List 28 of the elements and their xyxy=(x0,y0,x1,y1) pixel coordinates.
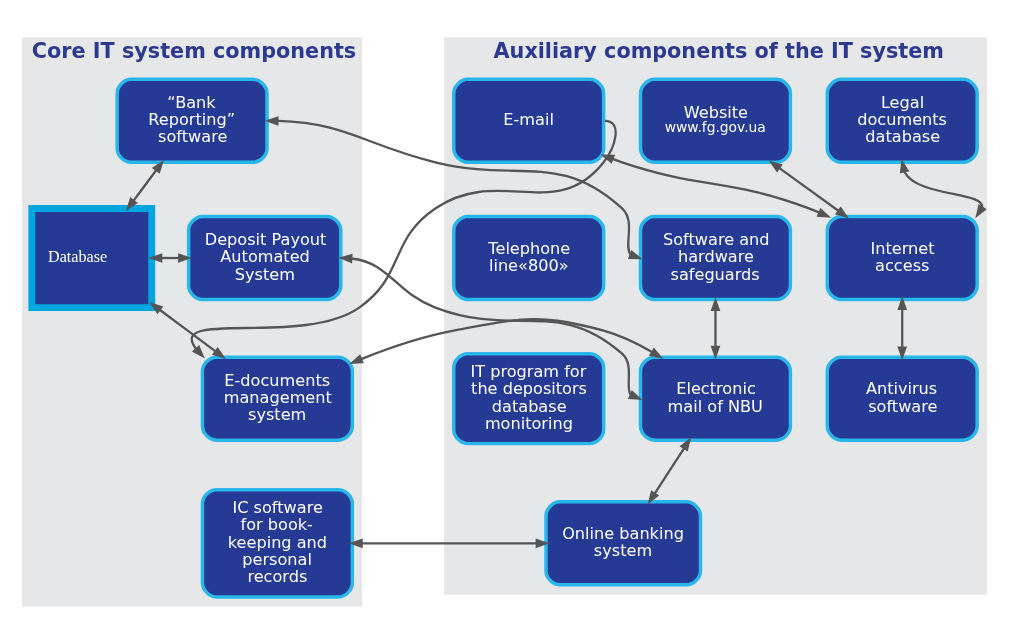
node-box: Internet access xyxy=(825,214,979,301)
node-box: Antivirus software xyxy=(825,354,979,442)
node-box: Legal documents database xyxy=(825,77,979,164)
arrow xyxy=(149,301,226,359)
arrow xyxy=(600,153,832,218)
arrow xyxy=(768,159,850,218)
node-box: Electronic mail of NBU xyxy=(638,354,793,442)
arrow xyxy=(897,295,908,360)
node-box: Online banking system xyxy=(544,499,703,587)
arrow xyxy=(148,252,192,263)
node-box: Website www.fg.gov.ua xyxy=(638,77,793,164)
node-box: IT program for the depositors database monitoring xyxy=(452,351,606,445)
arrow xyxy=(264,115,643,259)
node-box: “Bank Reporting” software xyxy=(115,77,269,164)
arrow xyxy=(647,436,692,505)
node-box: Deposit Payout Automated System xyxy=(186,214,343,301)
arrow xyxy=(899,158,987,218)
node-box: Software and hardware safeguards xyxy=(638,214,793,301)
node-box: E-documents management system xyxy=(200,354,355,442)
node-box: E-mail xyxy=(452,77,606,164)
node-box: Database xyxy=(28,204,156,311)
arrow xyxy=(338,253,643,400)
arrow xyxy=(349,317,664,364)
arrow xyxy=(125,159,165,211)
arrow xyxy=(710,296,721,359)
node-box: Telephone line«800» xyxy=(452,214,606,301)
node-box: IC software for book-keeping and personal records xyxy=(200,487,355,599)
arrow xyxy=(348,538,550,548)
